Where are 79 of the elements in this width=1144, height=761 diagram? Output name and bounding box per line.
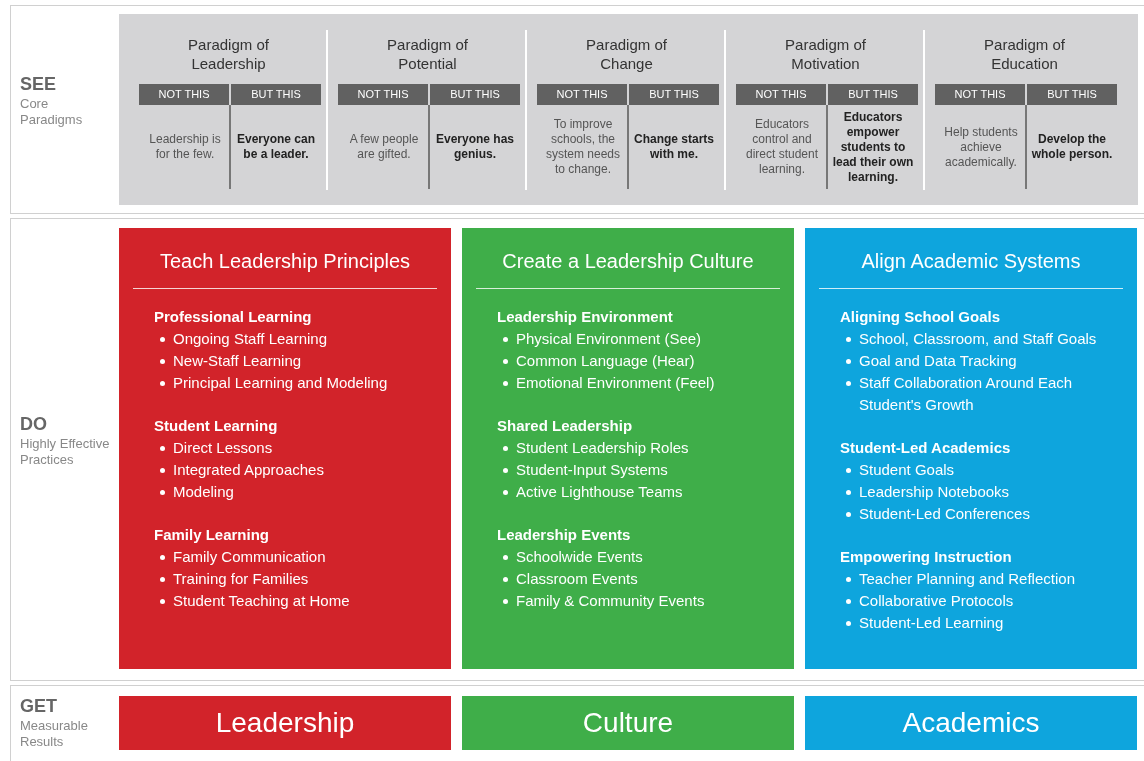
bullet-item: Family & Community Events: [516, 591, 706, 611]
table-cell-text: To improve schools, the system needs to change.: [544, 117, 621, 177]
row-band: [10, 5, 1144, 214]
table-cell-text: Educators control and direct student learning.: [744, 117, 819, 177]
paradigm-title: Paradigm of Change: [585, 35, 668, 73]
table-cell-text: Educators empower students to lead their own learning.: [831, 109, 915, 185]
column-header: NOT THIS: [338, 84, 428, 105]
bullet-item: School, Classroom, and Staff Goals: [859, 329, 1098, 349]
bullet-item: Staff Collaboration Around Each Student's Growth: [859, 373, 1074, 415]
bullet-item: Schoolwide Events: [516, 547, 644, 567]
paradigm-title: Paradigm of Education: [983, 35, 1066, 73]
card-heading: Teach Leadership Principles: [133, 248, 437, 289]
column-header: BUT THIS: [629, 84, 719, 105]
table-cell-text: A few people are gifted.: [348, 132, 420, 162]
bullet-item: Common Language (Hear): [516, 351, 696, 371]
column-header: NOT THIS: [139, 84, 229, 105]
bullet-item: New-Staff Learning: [173, 351, 303, 371]
bullet-item: Direct Lessons: [173, 438, 274, 458]
paradigm-title: Paradigm of Motivation: [784, 35, 867, 73]
practice-card: [805, 228, 1137, 669]
bullet-item: Training for Families: [173, 569, 310, 589]
column-header: BUT THIS: [430, 84, 520, 105]
paradigm-title: Paradigm of Leadership: [187, 35, 270, 73]
row-heading: DO: [20, 414, 47, 435]
bullet-item: Emotional Environment (Feel): [516, 373, 716, 393]
row-heading: GET: [20, 696, 57, 717]
bullet-item: Classroom Events: [516, 569, 639, 589]
column-header: NOT THIS: [935, 84, 1025, 105]
bullet-item: Student Goals: [859, 460, 956, 480]
practice-card: [462, 228, 794, 669]
bullet-item: Principal Learning and Modeling: [173, 373, 389, 393]
bullet-item: Student-Led Learning: [859, 613, 1005, 633]
section-heading: Student-Led Academics: [840, 438, 1011, 458]
bullet-item: Collaborative Protocols: [859, 591, 1015, 611]
bullet-item: Modeling: [173, 482, 235, 502]
column-header: NOT THIS: [537, 84, 627, 105]
bullet-item: Student-Led Conferences: [859, 504, 1031, 524]
section-heading: Family Learning: [154, 525, 270, 545]
bullet-item: Student Teaching at Home: [173, 591, 351, 611]
row-band: [10, 218, 1144, 681]
row-subheading: Highly Effective Practices: [20, 436, 110, 468]
section-heading: Professional Learning: [154, 307, 312, 327]
bullet-item: Leadership Notebooks: [859, 482, 1011, 502]
section-heading: Empowering Instruction: [840, 547, 1012, 567]
section-heading: Aligning School Goals: [840, 307, 1000, 327]
bullet-item: Ongoing Staff Learning: [173, 329, 328, 349]
row-subheading: Core Paradigms: [20, 96, 84, 128]
paradigm-title: Paradigm of Potential: [386, 35, 469, 73]
column-header: BUT THIS: [1027, 84, 1117, 105]
column-header: BUT THIS: [231, 84, 321, 105]
result-box: Academics: [805, 696, 1137, 750]
table-cell-text: Leadership is for the few.: [148, 132, 222, 162]
bullet-item: Active Lighthouse Teams: [516, 482, 684, 502]
row-band: [10, 685, 1144, 761]
section-heading: Leadership Events: [497, 525, 631, 545]
card-heading: Align Academic Systems: [819, 248, 1123, 289]
section-heading: Shared Leadership: [497, 416, 633, 436]
table-cell-text: Develop the whole person.: [1030, 132, 1114, 162]
result-box: Leadership: [119, 696, 451, 750]
bullet-item: Student-Input Systems: [516, 460, 669, 480]
row-heading: SEE: [20, 74, 57, 95]
bullet-item: Teacher Planning and Reflection: [859, 569, 1076, 589]
bullet-item: Student Leadership Roles: [516, 438, 690, 458]
bullet-item: Family Communication: [173, 547, 327, 567]
section-heading: Leadership Environment: [497, 307, 673, 327]
table-cell-text: Help students achieve academically.: [943, 124, 1019, 170]
bullet-item: Physical Environment (See): [516, 329, 703, 349]
column-header: BUT THIS: [828, 84, 918, 105]
card-heading: Create a Leadership Culture: [476, 248, 780, 289]
bullet-item: Goal and Data Tracking: [859, 351, 1018, 371]
table-cell-text: Everyone can be a leader.: [235, 132, 316, 162]
result-box: Culture: [462, 696, 794, 750]
practice-card: [119, 228, 451, 669]
section-heading: Student Learning: [154, 416, 278, 436]
table-cell-text: Everyone has genius.: [434, 132, 515, 162]
row-subheading: Measurable Results: [20, 718, 89, 750]
column-header: NOT THIS: [736, 84, 826, 105]
table-cell-text: Change starts with me.: [633, 132, 715, 162]
bullet-item: Integrated Approaches: [173, 460, 325, 480]
